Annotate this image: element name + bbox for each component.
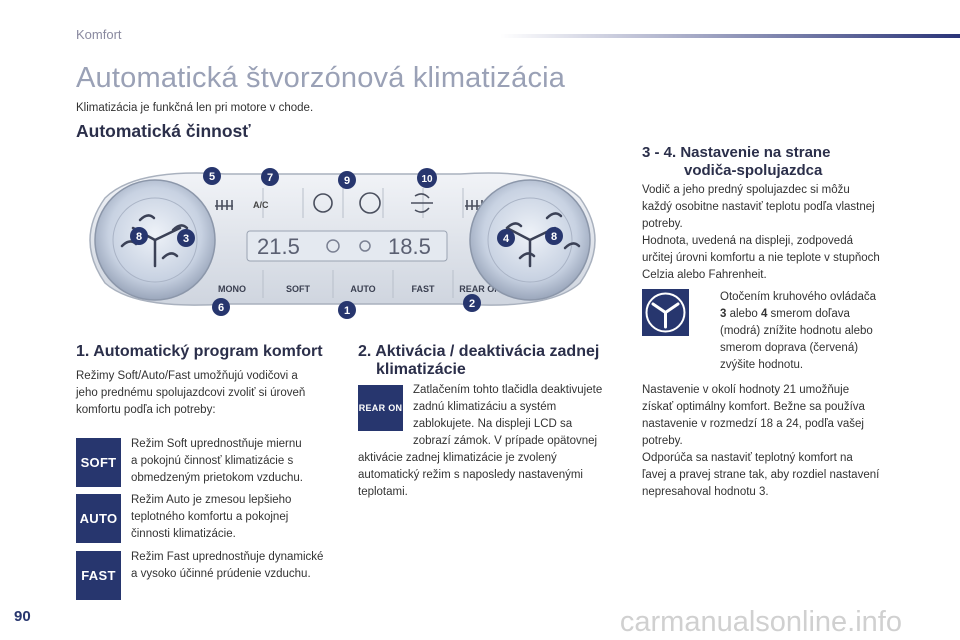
callout-2: 2	[463, 294, 481, 312]
callout-1: 1	[338, 301, 356, 319]
soft-badge: SOFT	[76, 438, 121, 487]
recirculation-icon	[411, 193, 433, 213]
lcd-temp-left: 21.5	[257, 234, 300, 259]
lcd-temp-right: 18.5	[388, 234, 431, 259]
svg-text:8: 8	[136, 231, 142, 243]
rear-on-badge: REAR ON	[358, 385, 403, 431]
callout-4: 4	[497, 229, 515, 247]
rear-on-button-label: REAR ON	[459, 284, 501, 294]
s1-heading: 1. Automatický program komfort	[76, 343, 323, 360]
s1-text: Režimy Soft/Auto/Fast umožňujú vodičovi …	[76, 370, 306, 416]
fan-low-icon	[313, 193, 333, 213]
auto-heading: Automatická činnosť	[76, 121, 251, 141]
top-button-icons: A/C	[215, 192, 483, 214]
callout-3: 3	[177, 229, 195, 247]
callout-8-right: 8	[545, 227, 563, 245]
s3-heading: 3 - 4. Nastavenie na strane vodiča-spolu…	[642, 144, 831, 179]
s2-text-full: aktivácie zadnej klimatizácie je zvolený…	[358, 452, 583, 498]
svg-text:6: 6	[218, 302, 224, 314]
callout-8-left: 8	[130, 227, 148, 245]
left-knob	[94, 179, 216, 301]
bullet-line-2: 3 alebo 4 smerom doľava	[720, 308, 850, 320]
svg-text:4: 4	[503, 233, 510, 245]
climate-control-panel: A/C 21.5 18.5 MONO SOFT AUTO FAST REAR O…	[89, 167, 596, 319]
front-defrost-icon	[215, 200, 233, 210]
svg-text:10: 10	[421, 174, 433, 185]
callout-9: 9	[338, 171, 356, 189]
svg-text:3: 3	[183, 233, 189, 245]
svg-text:5: 5	[209, 171, 215, 183]
fan-high-icon	[359, 192, 381, 214]
auto-button-label: AUTO	[350, 284, 375, 294]
callout-6: 6	[212, 298, 230, 316]
page-number: 90	[14, 608, 31, 625]
page-intro: Klimatizácia je funkčná len pri motore v…	[76, 102, 314, 114]
svg-text:2: 2	[469, 298, 475, 310]
lcd-display	[246, 230, 448, 262]
rear-defrost-icon	[465, 200, 483, 210]
rotary-knob-icon	[642, 289, 689, 336]
ac-button-label: A/C	[253, 200, 269, 210]
header-bar	[500, 34, 960, 38]
callout-10: 10	[417, 168, 437, 188]
page-title: Automatická štvorzónová klimatizácia	[76, 62, 566, 94]
callout-7: 7	[261, 168, 279, 186]
fast-badge: FAST	[76, 551, 121, 600]
mono-button-label: MONO	[218, 284, 246, 294]
right-knob	[469, 179, 591, 301]
svg-text:1: 1	[344, 305, 350, 317]
s2-heading: 2. Aktivácia / deaktivácia zadnej klimat…	[358, 343, 600, 378]
svg-text:7: 7	[267, 172, 273, 184]
watermark: carmanualsonline.info	[619, 606, 902, 638]
fast-button-label: FAST	[411, 284, 435, 294]
svg-text:9: 9	[344, 175, 350, 187]
lcd-fan-icon	[326, 239, 340, 253]
callout-5: 5	[203, 167, 221, 185]
soft-button-label: SOFT	[286, 284, 311, 294]
svg-text:8: 8	[551, 231, 557, 243]
s3-bullet-text: Otočením kruhového ovládača 3 alebo 4 sm…	[720, 289, 920, 374]
section-header: Komfort	[76, 27, 122, 42]
lcd-recirc-icon	[359, 240, 371, 252]
auto-badge: AUTO	[76, 494, 121, 543]
